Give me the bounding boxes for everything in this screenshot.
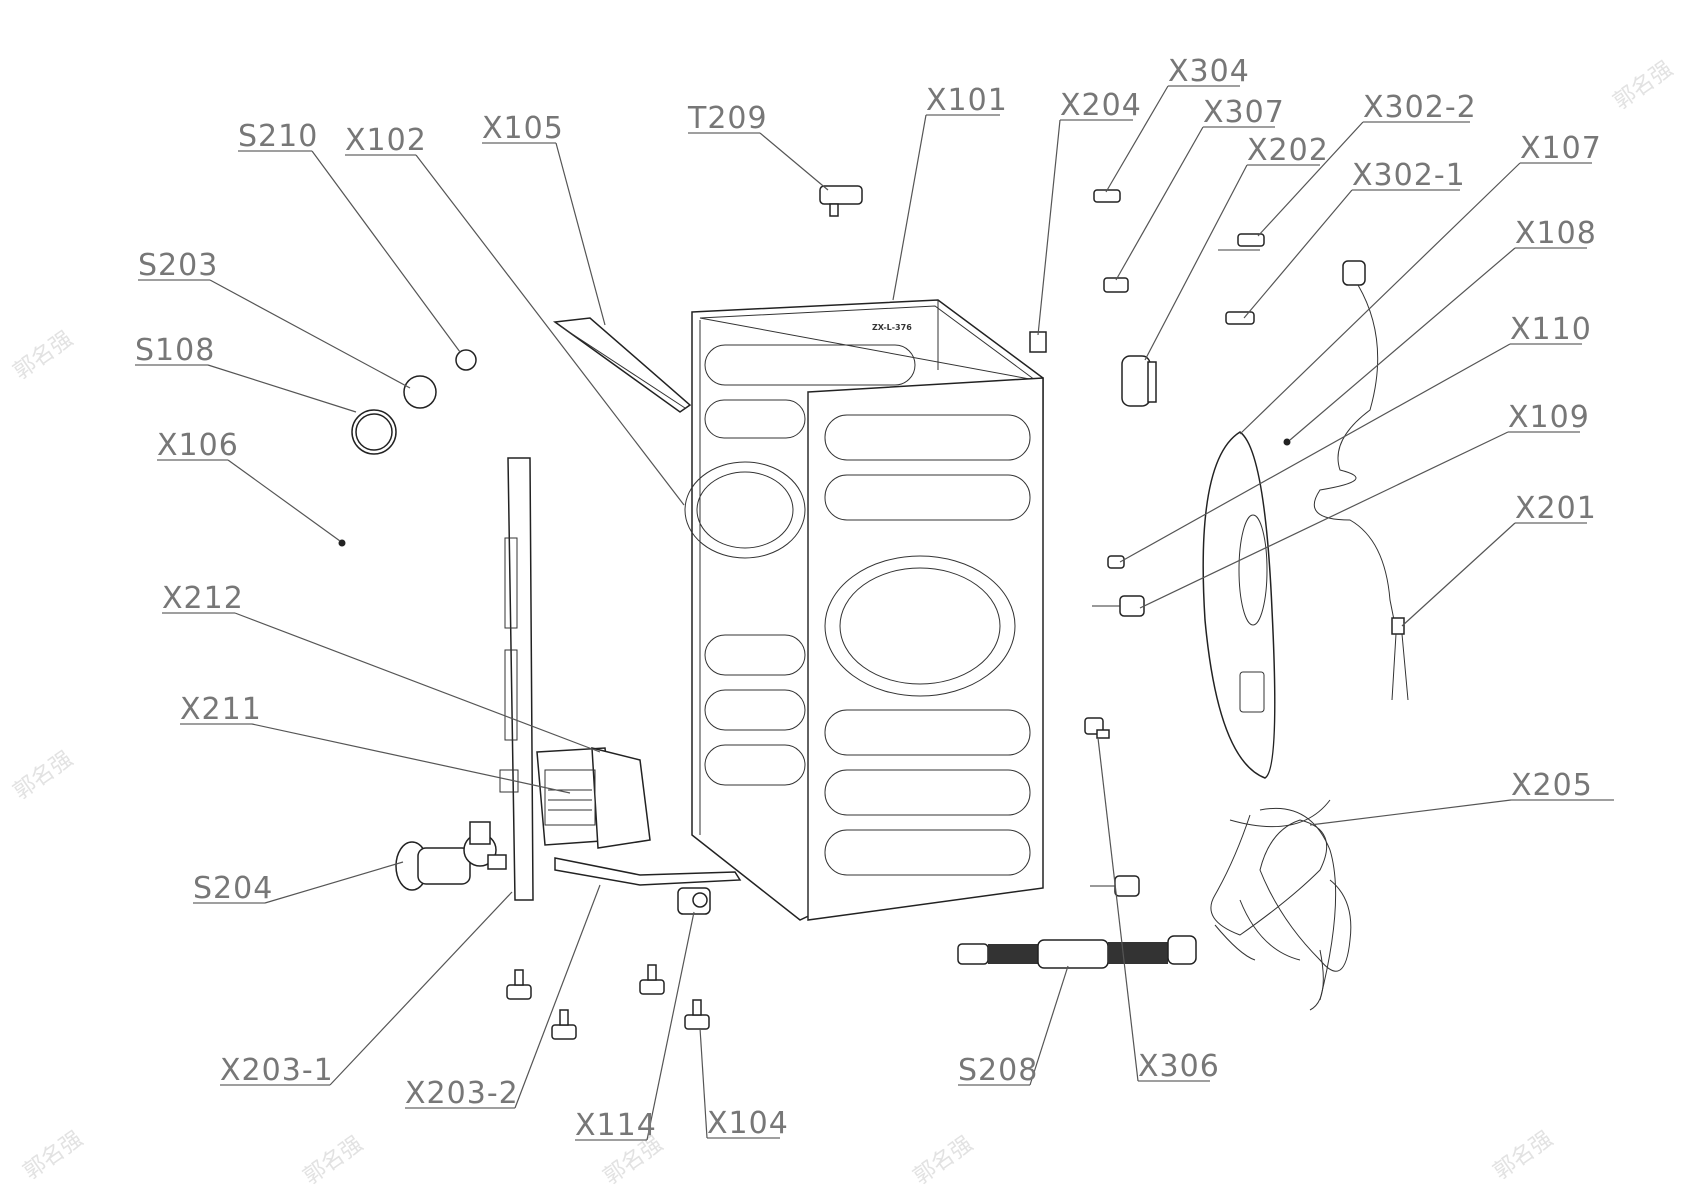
label-S203: S203	[138, 248, 218, 283]
control-box	[536, 747, 651, 849]
label-S108: S108	[135, 333, 215, 368]
base-hose	[554, 857, 742, 886]
label-X107: X107	[1520, 131, 1602, 166]
label-X202: X202	[1247, 133, 1329, 168]
watermark-text: 郭名强	[9, 747, 77, 805]
label-X102: X102	[345, 123, 427, 158]
drain-hose	[957, 935, 1197, 969]
label-X104: X104	[707, 1106, 789, 1141]
label-X212: X212	[162, 581, 244, 616]
label-X203-1: X203-1	[220, 1053, 334, 1088]
label-X302-2: X302-2	[1363, 90, 1477, 125]
label-X201: X201	[1515, 491, 1597, 526]
adjustable-feet	[506, 964, 710, 1040]
front-frame-strip	[499, 457, 534, 901]
back-cover	[1202, 431, 1276, 779]
label-X203-2: X203-2	[405, 1076, 519, 1111]
pressure-switch	[819, 185, 863, 217]
label-S204: S204	[193, 871, 273, 906]
valve-connector	[1084, 717, 1110, 739]
label-X106: X106	[157, 428, 239, 463]
inlet-valve	[677, 887, 711, 915]
screw	[1283, 438, 1291, 446]
callout-labels: S210 X102 X105 T209 X101 X204 X304 X307	[135, 54, 1614, 1143]
wire-harness	[1210, 799, 1352, 1011]
label-X110: X110	[1510, 312, 1592, 347]
cabinet-side-panel	[807, 377, 1044, 921]
watermark-text: 郭名强	[9, 327, 77, 385]
label-S208: S208	[958, 1053, 1038, 1088]
top-rail	[552, 317, 692, 413]
inlet-fitting	[1092, 595, 1145, 617]
label-X211: X211	[180, 692, 262, 727]
watermark-text: 郭名强	[19, 1127, 87, 1185]
watermark-text: 郭名强	[1609, 57, 1677, 115]
hose-clamps	[351, 349, 477, 455]
label-X304: X304	[1168, 54, 1250, 89]
watermark-text: 郭名强	[1489, 1127, 1557, 1185]
label-X302-1: X302-1	[1352, 158, 1466, 193]
screw	[338, 539, 346, 547]
cable-clips	[1093, 189, 1265, 325]
power-cord	[1313, 260, 1409, 701]
label-X205: X205	[1511, 768, 1593, 803]
label-S210: S210	[238, 119, 318, 154]
label-X307: X307	[1203, 95, 1285, 130]
small-clip	[1107, 555, 1125, 569]
label-X306: X306	[1138, 1049, 1220, 1084]
label-T209: T209	[687, 101, 768, 136]
capacitor	[1121, 355, 1157, 407]
label-X114: X114	[575, 1108, 657, 1143]
drain-pump	[395, 821, 507, 891]
label-X105: X105	[482, 111, 564, 146]
label-X109: X109	[1508, 400, 1590, 435]
svg-text:ZX-L-376: ZX-L-376	[872, 323, 912, 332]
label-X101: X101	[926, 83, 1008, 118]
label-X204: X204	[1060, 88, 1142, 123]
label-X108: X108	[1515, 216, 1597, 251]
watermark-text: 郭名强	[909, 1132, 977, 1190]
watermark-text: 郭名强	[299, 1132, 367, 1190]
